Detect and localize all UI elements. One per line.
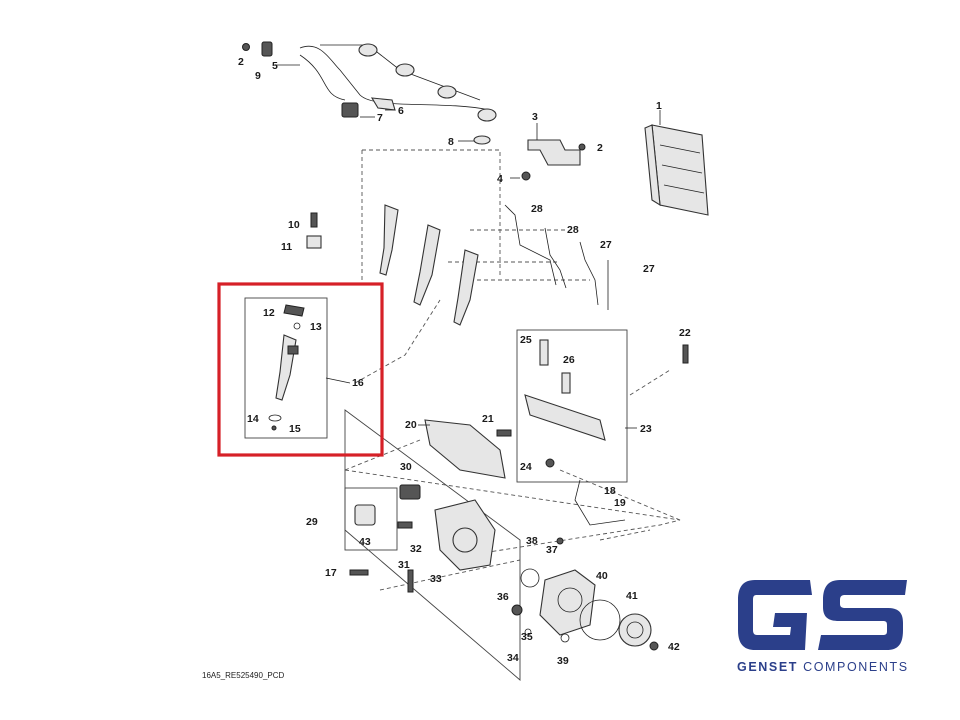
label-38: 38 [526, 535, 538, 547]
label-16: 16 [352, 377, 364, 389]
label-40: 40 [596, 570, 608, 582]
label-19: 19 [614, 497, 626, 509]
label-1: 1 [656, 100, 662, 112]
label-32: 32 [410, 543, 422, 555]
ecu-module [644, 124, 709, 216]
label-14: 14 [247, 413, 259, 425]
reference-code: 16A5_RE525490_PCD [202, 671, 285, 680]
brand-name-bold: GENSET [737, 660, 798, 674]
label-33: 33 [430, 573, 442, 585]
label-22: 22 [679, 327, 691, 339]
genset-logo-icon [738, 580, 907, 650]
injector-highlighted [268, 304, 305, 431]
label-9: 9 [255, 70, 261, 82]
number-leaders [275, 64, 661, 429]
label-4: 4 [497, 173, 503, 185]
label-5: 5 [272, 60, 278, 72]
fuel-rail [524, 339, 689, 468]
injector-detail-box [244, 297, 328, 439]
label-25: 25 [520, 334, 532, 346]
label-7: 7 [377, 112, 383, 124]
label-31: 31 [398, 559, 410, 571]
bolt-21 [496, 429, 512, 437]
injector-set [306, 204, 479, 326]
label-2a: 2 [238, 56, 244, 68]
label-34: 34 [507, 652, 519, 664]
callout-numbers: 1 2 2 3 4 5 6 7 8 9 10 11 12 13 14 15 16… [238, 56, 691, 667]
label-26: 26 [563, 354, 575, 366]
brand-name: GENSET COMPONENTS [737, 660, 912, 674]
label-18: 18 [604, 485, 616, 497]
wiring-harness [242, 41, 497, 145]
label-8: 8 [448, 136, 454, 148]
label-3: 3 [532, 111, 538, 123]
label-2b: 2 [597, 142, 603, 154]
label-29: 29 [306, 516, 318, 528]
label-36: 36 [497, 591, 509, 603]
bracket [521, 139, 586, 181]
label-12: 12 [263, 307, 275, 319]
label-28a: 28 [531, 203, 543, 215]
label-15: 15 [289, 423, 301, 435]
gear-housing [511, 537, 659, 651]
label-10: 10 [288, 219, 300, 231]
dashed-leaders [344, 149, 681, 591]
label-35: 35 [521, 631, 533, 643]
highlight-frame [217, 282, 384, 457]
label-28b: 28 [567, 224, 579, 236]
label-13: 13 [310, 321, 322, 333]
label-11: 11 [281, 241, 292, 253]
label-24: 24 [520, 461, 532, 473]
label-20: 20 [405, 419, 417, 431]
brand-name-light: COMPONENTS [803, 660, 909, 674]
label-27a: 27 [600, 239, 612, 251]
fuel-lines [504, 204, 626, 526]
label-41: 41 [626, 590, 638, 602]
label-39: 39 [557, 655, 569, 667]
label-17: 17 [325, 567, 337, 579]
high-pressure-pump [349, 484, 496, 593]
support-bracket [424, 419, 506, 479]
label-23: 23 [640, 423, 652, 435]
label-21: 21 [482, 413, 494, 425]
label-6: 6 [398, 105, 404, 117]
label-30: 30 [400, 461, 412, 473]
sensor-group-box [344, 487, 398, 551]
label-43: 43 [359, 536, 371, 548]
label-42: 42 [668, 641, 680, 653]
rail-group-box [516, 329, 628, 483]
label-27b: 27 [643, 263, 655, 275]
label-37: 37 [546, 544, 558, 556]
